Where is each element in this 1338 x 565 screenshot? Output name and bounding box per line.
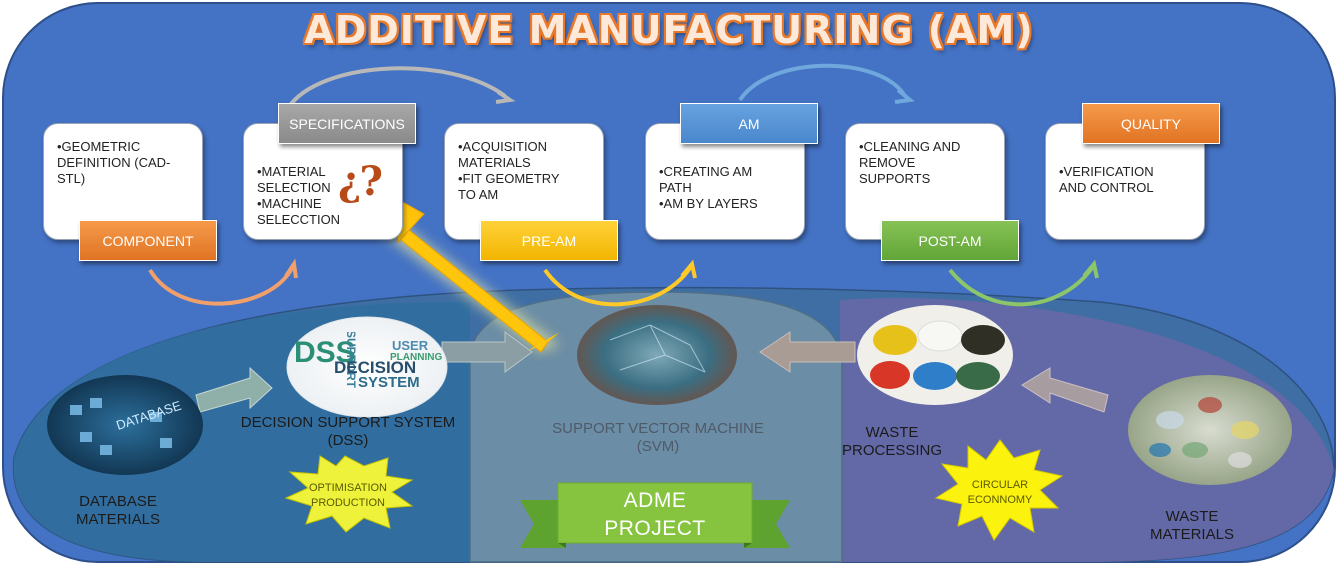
waste-materials-image: [1128, 375, 1292, 485]
tag-post-am: POST-AM: [881, 220, 1019, 261]
dss-image: [286, 316, 448, 418]
question-mark: ¿?: [338, 158, 383, 205]
arrow-dss-to-svm: [441, 331, 533, 373]
svm-image: [577, 305, 737, 405]
circular-burst: [934, 439, 1064, 541]
optimisation-burst: [284, 455, 414, 533]
arrow-bottom-1: [148, 267, 294, 306]
tag-am: AM: [680, 103, 818, 144]
arrow-bottom-2: [543, 266, 692, 307]
arrow-top-1: [286, 66, 507, 110]
tag-quality: QUALITY: [1082, 103, 1220, 144]
svm-network: [609, 324, 706, 373]
arrow-db-to-dss: [195, 366, 273, 413]
arrow-waste-to-svm: [759, 331, 856, 373]
adme-ribbon: [520, 482, 790, 548]
dss-word-cloud: DSS SUPPORT DECISION SYSTEM USER PLANNIN…: [294, 332, 442, 391]
dss-label: DECISION SUPPORT SYSTEM(DSS): [240, 414, 456, 449]
diagram-title: ADDITIVE MANUFACTURING (AM): [304, 8, 1034, 52]
database-icons: [70, 398, 172, 455]
database-image: [47, 375, 203, 475]
tag-pre-am: PRE-AM: [480, 220, 618, 261]
arrow-bottom-3: [948, 266, 1094, 307]
waste-bottles: [1149, 397, 1259, 468]
tag-component: COMPONENT: [79, 220, 217, 261]
tag-specifications: SPECIFICATIONS: [278, 103, 416, 144]
arrow-materials-to-processing: [1021, 367, 1109, 413]
svm-label: SUPPORT VECTOR MACHINE(SVM): [552, 420, 764, 455]
arrow-top-2: [738, 63, 907, 102]
plastic-flakes: [870, 320, 1005, 390]
